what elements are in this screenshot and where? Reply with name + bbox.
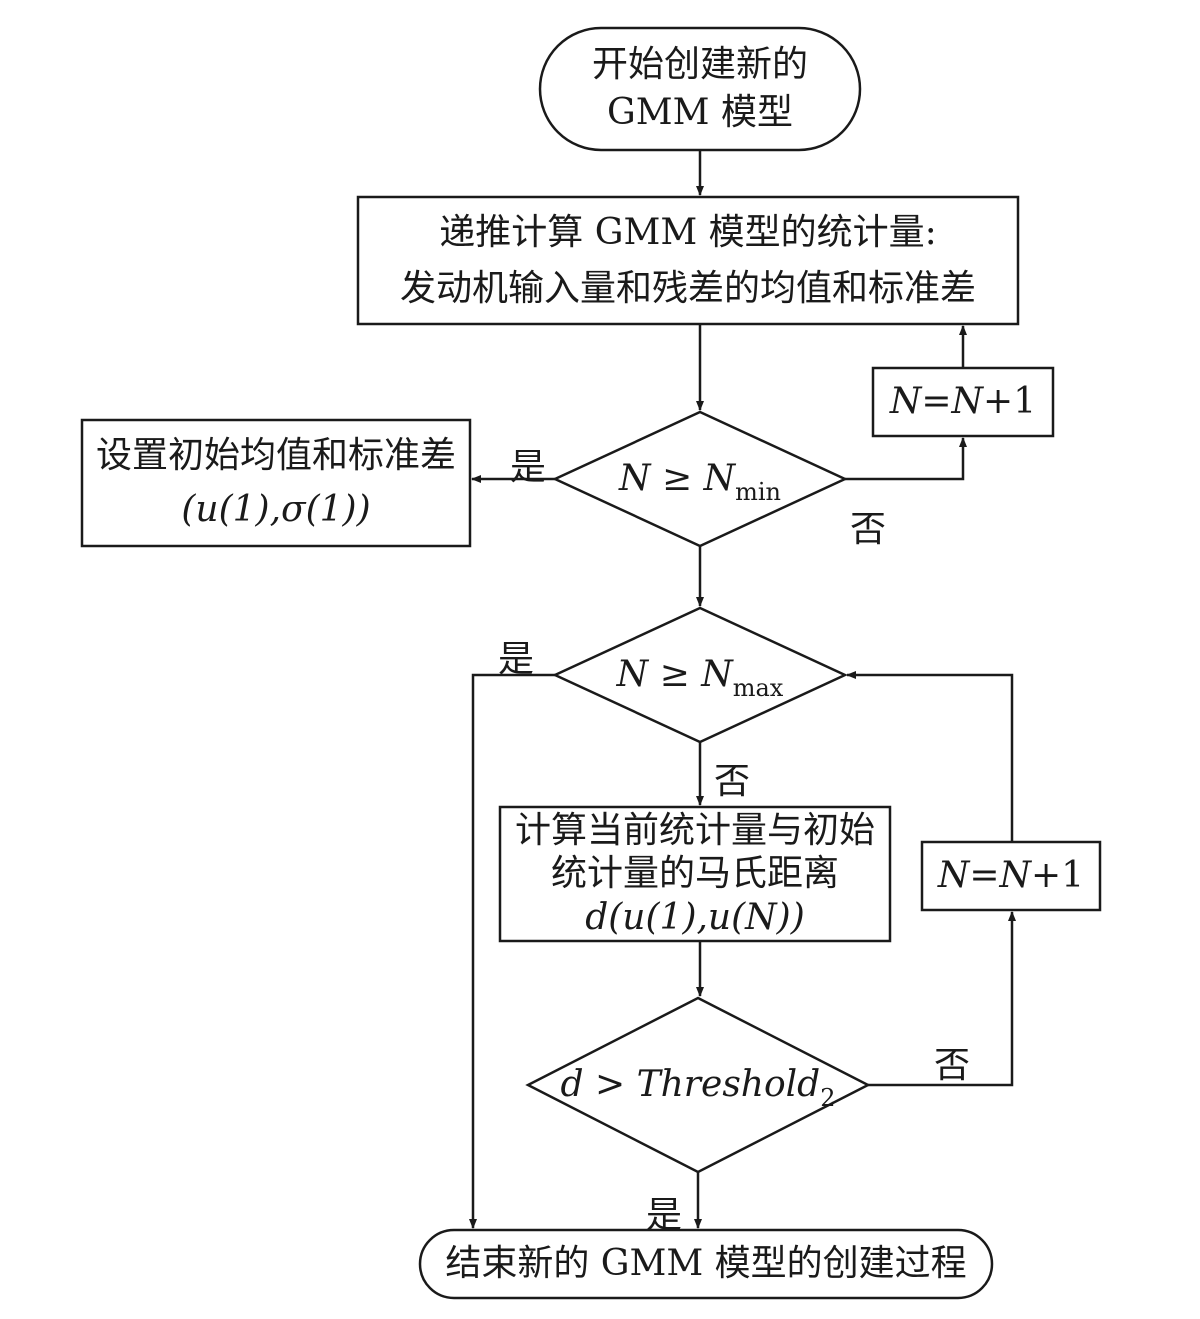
arrow-threshold-to-increment bbox=[868, 911, 1016, 1087]
mahal-box bbox=[498, 805, 892, 943]
end-terminal-label: 结束新的 GMM 模型的创建过程 bbox=[445, 1243, 967, 1285]
increment-bottom-label: N=N+1 bbox=[937, 855, 1085, 897]
decision-max-label: N ≥ Nmax bbox=[616, 654, 784, 703]
mahal-label: 计算当前统计量与初始 统计量的马氏距离 d(u(1),u(N)) bbox=[514, 810, 875, 938]
edge-label-yes-max: 是 bbox=[498, 639, 535, 680]
start-terminal-label: 开始创建新的 GMM 模型 bbox=[591, 44, 808, 133]
edge-label-yes-threshold: 是 bbox=[646, 1195, 683, 1236]
arrow-increment-to-decision-max bbox=[846, 671, 1014, 842]
compute-stats-box bbox=[356, 195, 1020, 326]
edge-label-yes-min: 是 bbox=[510, 447, 547, 488]
edge-label-no-threshold: 否 bbox=[934, 1045, 971, 1086]
arrow-decision-min-to-increment bbox=[845, 437, 967, 481]
arrow-decision-max-to-end bbox=[469, 673, 555, 1229]
decision-threshold-label: d > Threshold2 bbox=[560, 1064, 836, 1113]
init-box bbox=[80, 418, 472, 548]
end-terminal-shape bbox=[418, 1228, 994, 1300]
edge-label-no-min: 否 bbox=[850, 509, 887, 550]
compute-stats-label: 递推计算 GMM 模型的统计量: 发动机输入量和残差的均值和标准差 bbox=[399, 211, 976, 309]
decision-min-label: N ≥ Nmin bbox=[619, 458, 781, 507]
init-label: 设置初始均值和标准差 (u(1),σ(1)) bbox=[95, 435, 456, 530]
edge-label-no-max: 否 bbox=[714, 761, 751, 802]
increment-top-label: N=N+1 bbox=[889, 381, 1037, 423]
